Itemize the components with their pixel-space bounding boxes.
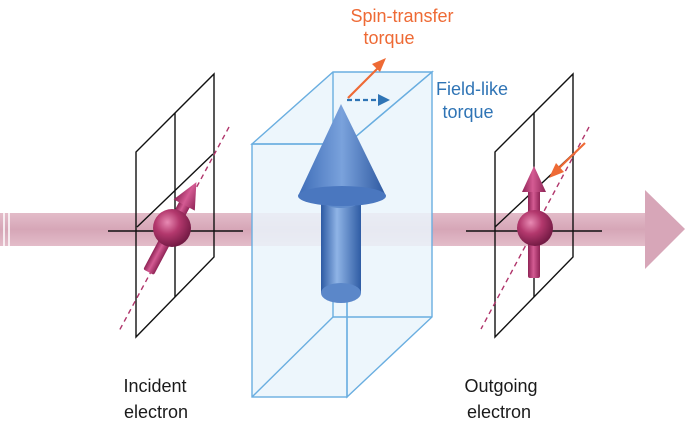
- spin-transfer-label-line1: Spin-transfer: [350, 6, 453, 26]
- incident-label-line2: electron: [124, 402, 188, 422]
- magnetization-arrow: [298, 104, 386, 303]
- outgoing-label-line1: Outgoing: [464, 376, 537, 396]
- outgoing-electron-sphere: [517, 210, 553, 246]
- incident-electron-sphere: [153, 209, 191, 247]
- incident-spin-frame: [108, 72, 243, 339]
- beam-arrowhead: [645, 190, 685, 269]
- field-like-label-line2: torque: [442, 102, 493, 122]
- spin-transfer-label-line2: torque: [363, 28, 414, 48]
- outgoing-label-line2: electron: [467, 402, 531, 422]
- outgoing-dashed-axis: [480, 126, 590, 330]
- field-like-torque-arrow: [347, 94, 390, 106]
- incident-label-line1: Incident: [123, 376, 186, 396]
- outgoing-torque-arrow: [549, 142, 586, 178]
- field-like-label-line1: Field-like: [436, 79, 508, 99]
- spin-transfer-torque-arrow: [347, 58, 386, 99]
- outgoing-spin-arrow: [522, 166, 546, 278]
